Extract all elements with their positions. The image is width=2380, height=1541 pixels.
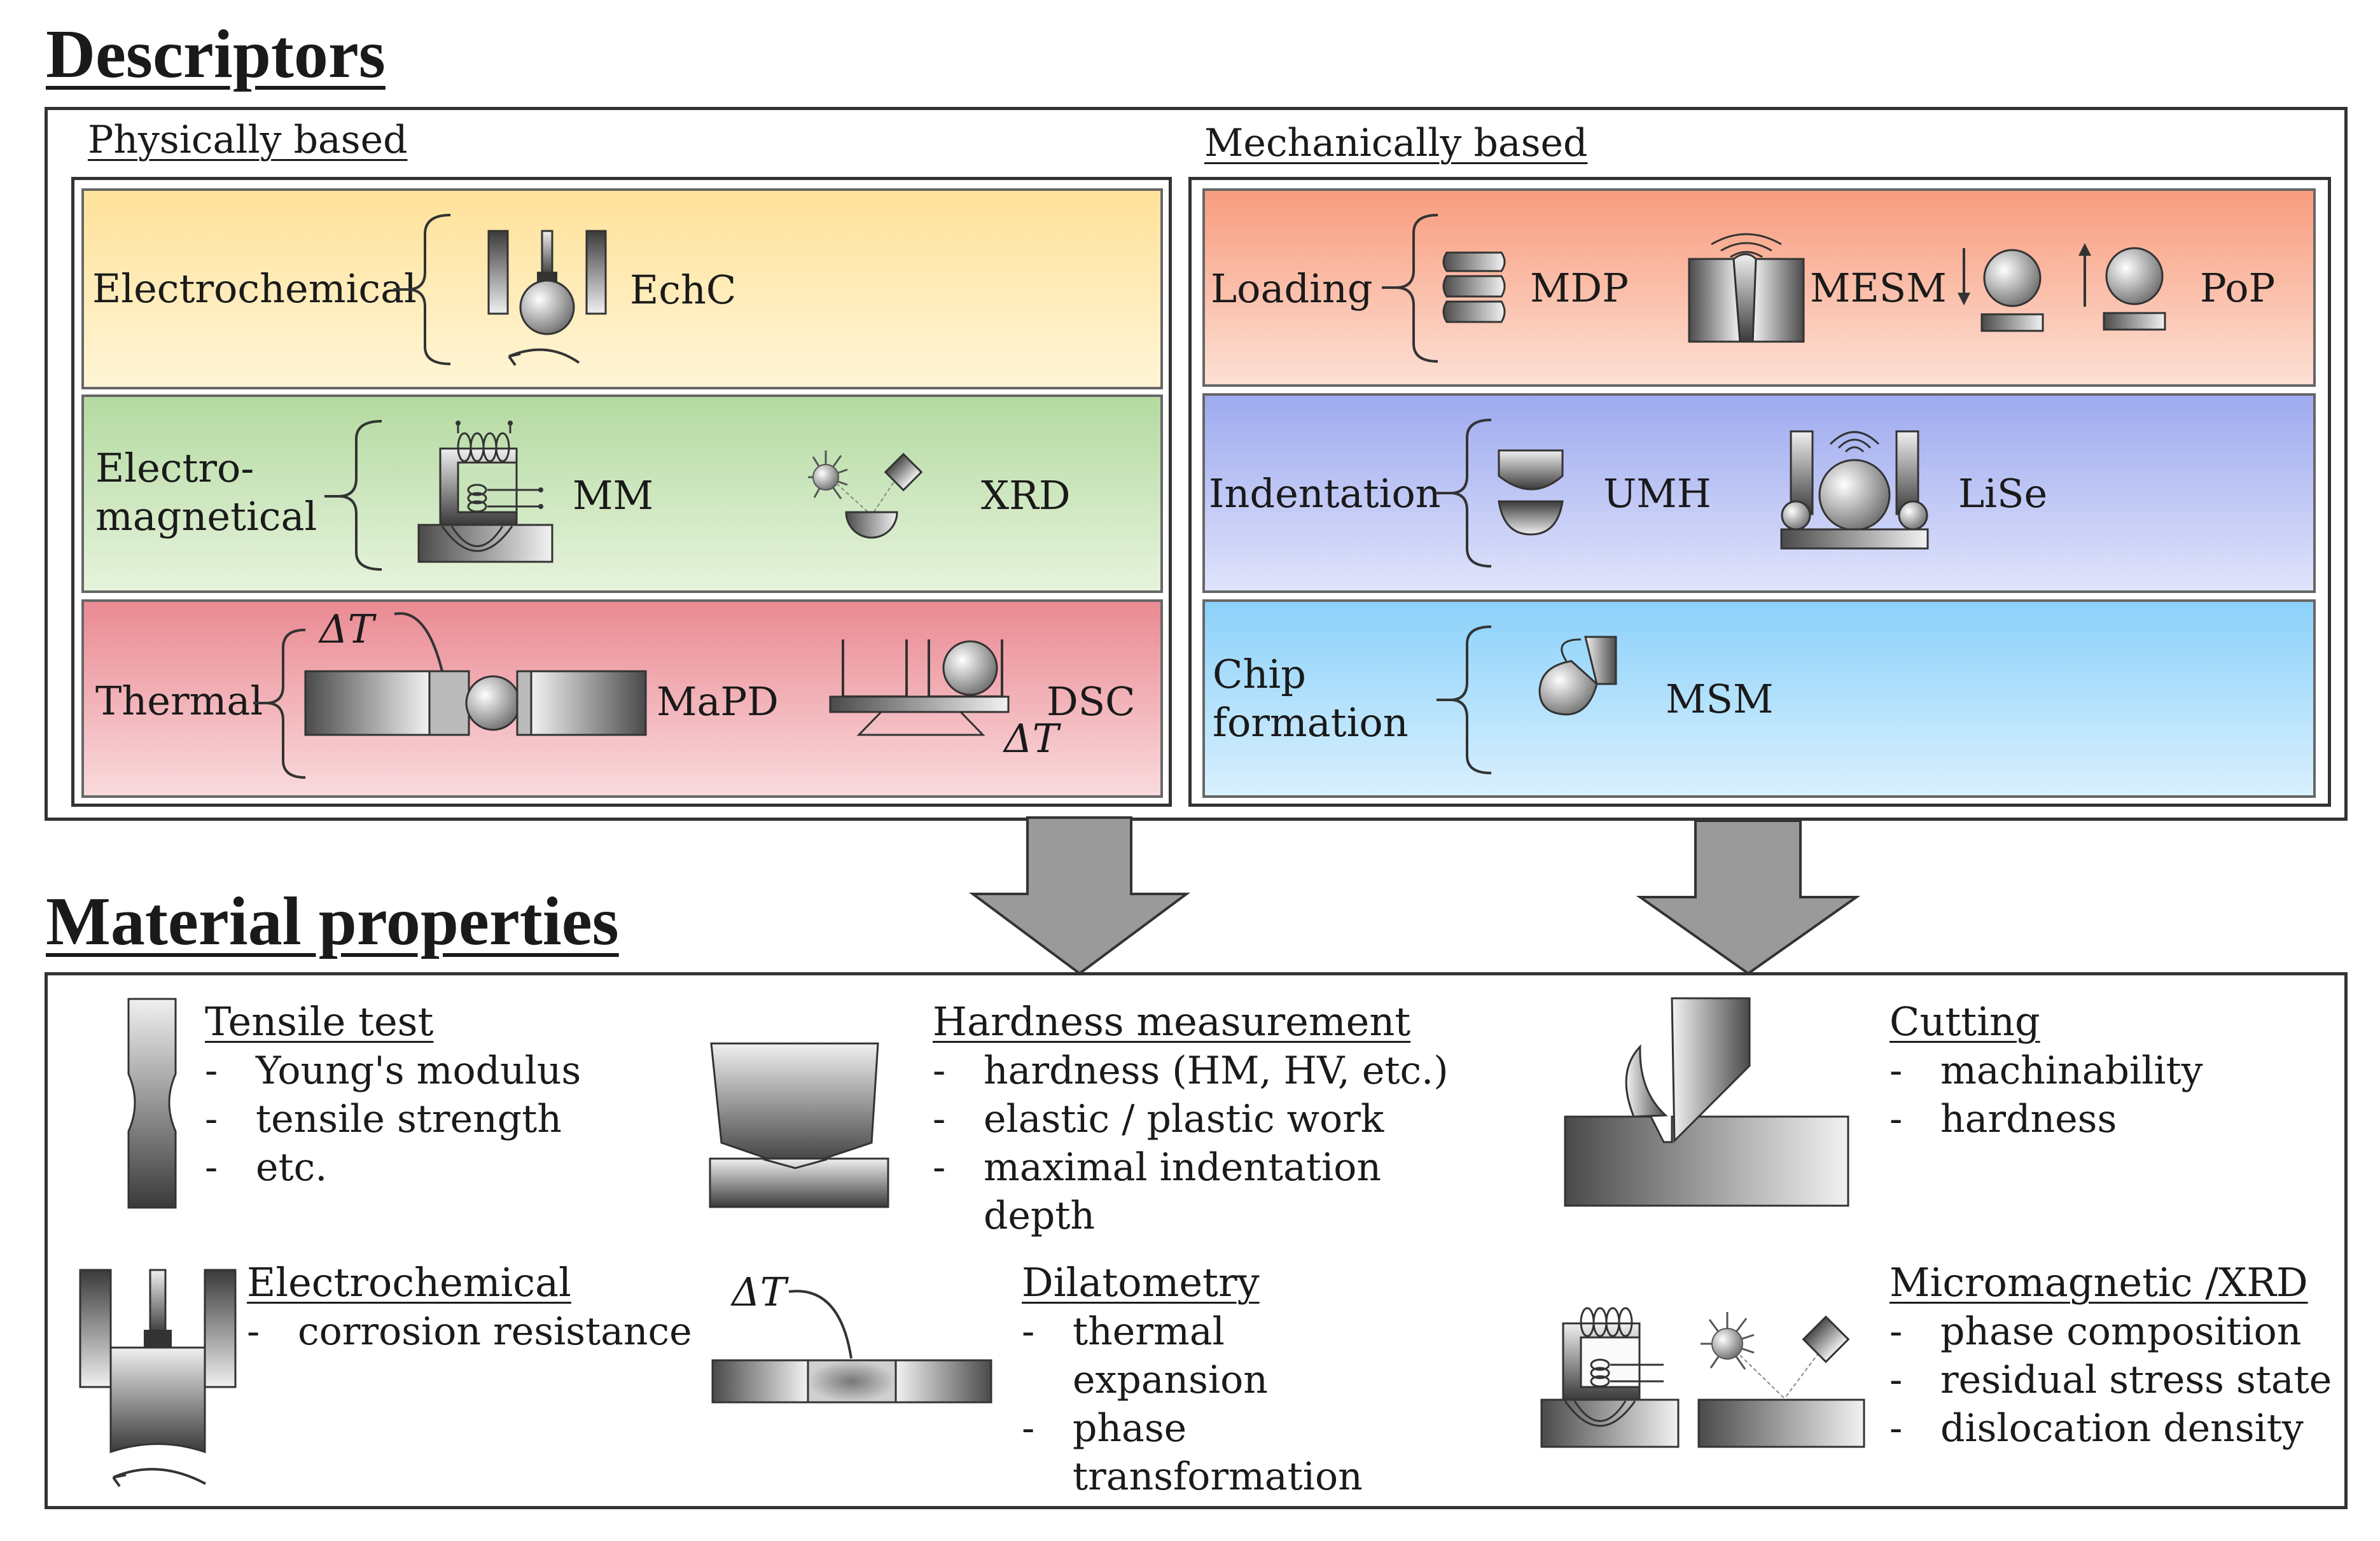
tensile-title: Tensile test <box>205 998 434 1045</box>
arrow-down-right-icon <box>1636 819 1861 975</box>
list-item: tensile strength <box>205 1095 581 1143</box>
list-item: corrosion resistance <box>247 1307 692 1356</box>
list-item: hardness (HM, HV, etc.) <box>933 1047 1454 1095</box>
micromagnetic-sensor-icon <box>1540 1307 1680 1448</box>
list-item: phase transformation <box>1022 1404 1429 1501</box>
list-item: elastic / plastic work <box>933 1095 1454 1143</box>
method-mdp: MDP <box>1530 265 1629 311</box>
properties-heading: Material properties <box>46 884 619 959</box>
descriptors-heading: Descriptors <box>46 17 386 92</box>
mechanical-heading: Mechanically based <box>1204 121 1588 165</box>
descriptors-frame <box>45 107 2348 821</box>
dilatometry-title: Dilatometry <box>1022 1259 1260 1306</box>
delta-t-dilatometry: ΔT <box>732 1269 787 1315</box>
properties-frame <box>45 972 2348 1509</box>
label-electromagnetical-line1: Electro- <box>95 445 254 491</box>
msm-icon <box>1538 636 1617 716</box>
cutting-tool-icon <box>1564 997 1849 1207</box>
mesm-icon <box>1688 233 1805 343</box>
umh-icon <box>1498 449 1564 536</box>
method-lise: LiSe <box>1958 470 2048 517</box>
mm-icon <box>417 421 553 563</box>
pop-up-icon <box>2078 243 2166 331</box>
hardness-list: hardness (HM, HV, etc.) elastic / plasti… <box>933 1047 1454 1240</box>
method-msm: MSM <box>1666 676 1774 722</box>
list-item: Young's modulus <box>205 1047 581 1095</box>
mechanical-frame <box>1188 177 2331 807</box>
label-chip-line1: Chip <box>1213 651 1306 697</box>
dilatometry-sample-icon <box>711 1290 992 1404</box>
lise-icon <box>1780 430 1929 550</box>
delta-t-mapd: ΔT <box>319 606 375 652</box>
pop-down-icon <box>1958 248 2044 332</box>
label-chip-formation: Chip formation <box>1213 650 1409 746</box>
electrochemical-cell-icon <box>79 1269 237 1488</box>
echc-icon <box>487 230 607 366</box>
panel-electromagnetical <box>81 394 1163 593</box>
hardness-title: Hardness measurement <box>933 998 1411 1045</box>
panel-indentation <box>1202 393 2316 593</box>
method-mapd: MaPD <box>657 678 779 725</box>
electrochemical-property-title: Electrochemical <box>247 1259 571 1306</box>
hardness-indenter-icon <box>709 1042 889 1208</box>
electrochemical-list: corrosion resistance <box>247 1307 692 1356</box>
panel-electrochemical <box>81 188 1163 389</box>
tensile-specimen-icon <box>127 998 177 1209</box>
label-electromagnetical-line2: magnetical <box>95 492 317 540</box>
label-loading: Loading <box>1211 265 1373 312</box>
mapd-icon <box>304 612 647 736</box>
method-mm: MM <box>573 472 653 519</box>
micromagnetic-title: Micromagnetic /XRD <box>1889 1259 2308 1306</box>
xrd-icon <box>808 450 923 539</box>
mdp-icon <box>1442 251 1506 323</box>
dsc-icon <box>829 639 1010 736</box>
micromagnetic-list: phase composition residual stress state … <box>1889 1307 2332 1453</box>
physical-frame <box>71 177 1172 807</box>
list-item-text: phase transformation <box>1073 1406 1363 1499</box>
method-umh: UMH <box>1603 470 1711 517</box>
method-pop: PoP <box>2200 265 2276 311</box>
method-xrd: XRD <box>981 472 1071 519</box>
label-indentation: Indentation <box>1209 470 1441 517</box>
panel-chip-formation <box>1202 599 2316 798</box>
list-item: machinability <box>1889 1047 2203 1095</box>
arrow-down-left-icon <box>968 816 1191 975</box>
list-item: thermal expansion <box>1022 1307 1429 1404</box>
list-item: maximal indentation depth <box>933 1143 1454 1240</box>
list-item: dislocation density <box>1889 1404 2332 1453</box>
list-item: phase composition <box>1889 1307 2332 1356</box>
dilatometry-list: thermal expansion phase transformation <box>1022 1307 1429 1501</box>
label-thermal: Thermal <box>95 678 263 724</box>
list-item: etc. <box>205 1143 581 1192</box>
label-chip-line2: formation <box>1213 699 1409 746</box>
label-electromagnetical: Electro- magnetical <box>95 444 317 540</box>
list-item: residual stress state <box>1889 1356 2332 1404</box>
xrd-property-icon <box>1697 1312 1865 1448</box>
physical-heading: Physically based <box>88 118 408 162</box>
label-electrochemical: Electrochemical <box>92 265 417 312</box>
method-echc: EchC <box>630 267 737 313</box>
method-mesm: MESM <box>1810 265 1947 311</box>
cutting-list: machinability hardness <box>1889 1047 2203 1143</box>
tensile-list: Young's modulus tensile strength etc. <box>205 1047 581 1192</box>
list-item: hardness <box>1889 1095 2203 1143</box>
cutting-title: Cutting <box>1889 998 2040 1045</box>
method-dsc: DSC <box>1047 678 1136 725</box>
delta-t-dsc: ΔT <box>1004 715 1059 762</box>
